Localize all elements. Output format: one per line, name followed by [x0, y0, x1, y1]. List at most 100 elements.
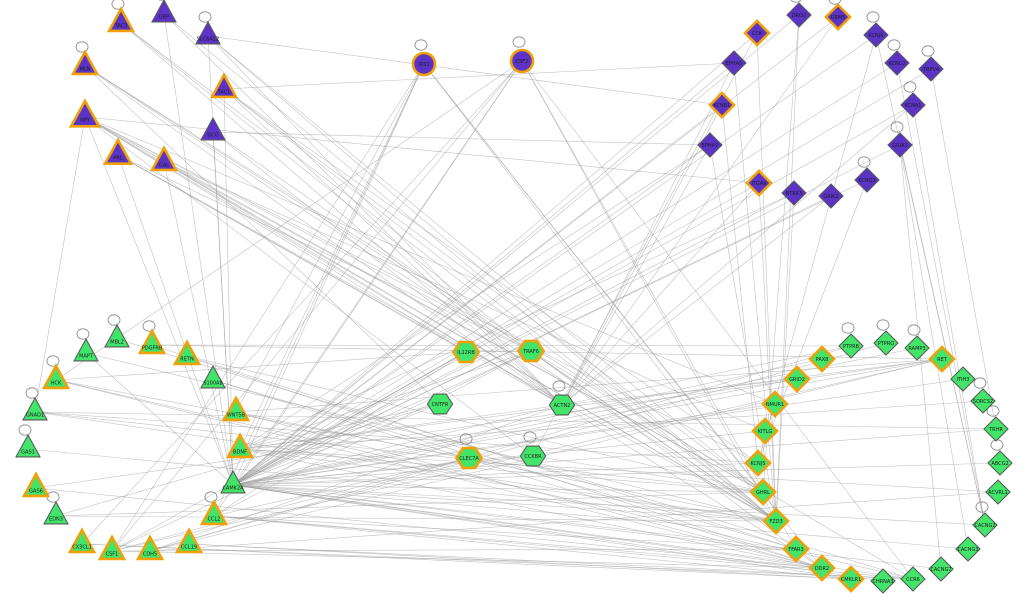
- node-KCNJ6[interactable]: [863, 22, 889, 48]
- node-FFAR3[interactable]: [782, 535, 810, 563]
- node-ACTN2[interactable]: [548, 394, 576, 416]
- node-FZD3[interactable]: [762, 507, 790, 535]
- self-loop-GRM5: [828, 0, 842, 5]
- edge-ITGA9-FZD3: [758, 182, 777, 522]
- edge-GAS6-DDR2: [35, 487, 823, 569]
- node-PDGFRB[interactable]: [137, 328, 167, 355]
- node-RAMP3[interactable]: [904, 335, 930, 361]
- node-GRIK2[interactable]: [818, 183, 844, 209]
- node-KCNQ3[interactable]: [854, 167, 880, 193]
- node-CX3CL1[interactable]: [67, 527, 97, 554]
- node-BDNF[interactable]: [225, 432, 255, 459]
- node-SORCS2[interactable]: [970, 388, 996, 414]
- node-MAPT[interactable]: [73, 337, 99, 362]
- node-CHRNA3[interactable]: [870, 568, 896, 594]
- node-CLEC7A[interactable]: [454, 446, 484, 470]
- edge-NPY-IL12RB: [84, 116, 467, 353]
- node-PTPRO[interactable]: [873, 330, 899, 356]
- node-KCNA1[interactable]: [900, 92, 926, 118]
- node-ITGA9[interactable]: [745, 169, 773, 197]
- node-GRIA1[interactable]: [887, 132, 913, 158]
- node-CSF2[interactable]: [509, 48, 535, 74]
- node-KCNC2[interactable]: [884, 50, 910, 76]
- node-EPHA7[interactable]: [697, 132, 723, 158]
- edge-HCK-DDR2: [55, 379, 823, 569]
- node-GAS6[interactable]: [21, 471, 51, 498]
- node-DDR2[interactable]: [808, 554, 836, 582]
- node-MBL2[interactable]: [104, 323, 130, 348]
- edge-PRL-TRAF6: [117, 154, 532, 352]
- node-RET[interactable]: [928, 345, 956, 373]
- edge-BDNF-ACVRL1: [239, 448, 999, 493]
- node-TAC1[interactable]: [209, 72, 239, 99]
- node-EDN3[interactable]: [43, 500, 69, 525]
- node-TAC3[interactable]: [106, 6, 136, 33]
- edge-CSF1-DDR2: [111, 550, 823, 569]
- self-loop-MBL2: [107, 314, 121, 326]
- node-CCK[interactable]: [743, 19, 771, 47]
- node-WNT5B[interactable]: [221, 395, 251, 422]
- node-CNTFR[interactable]: [426, 393, 454, 415]
- self-loop-PTPRO: [876, 319, 890, 331]
- node-GRID2[interactable]: [783, 365, 811, 393]
- node-DRD2[interactable]: [786, 2, 812, 28]
- node-S100A8[interactable]: [200, 364, 226, 389]
- self-loop-GRIA1: [890, 121, 904, 133]
- node-KCNB1[interactable]: [708, 91, 736, 119]
- node-NMUR1[interactable]: [761, 390, 789, 418]
- edge-NTRK3-BDNF: [239, 192, 795, 450]
- node-GHRL[interactable]: [749, 478, 777, 506]
- node-TRAF6[interactable]: [516, 339, 546, 363]
- node-TRPV4[interactable]: [918, 56, 944, 82]
- node-IL12RB[interactable]: [451, 340, 481, 364]
- node-KITLG[interactable]: [751, 417, 779, 445]
- node-GCG[interactable]: [200, 116, 226, 141]
- node-CACNG3[interactable]: [955, 536, 981, 562]
- node-CCL2[interactable]: [199, 499, 229, 526]
- node-NTRK3[interactable]: [781, 180, 807, 206]
- node-PTPRB[interactable]: [838, 333, 864, 359]
- node-HCK[interactable]: [41, 363, 71, 390]
- node-PRL[interactable]: [102, 137, 134, 165]
- node-CCR6[interactable]: [900, 566, 926, 592]
- node-GNAO1[interactable]: [22, 396, 48, 421]
- node-CCL19[interactable]: [174, 527, 204, 554]
- node-ACVRL1[interactable]: [985, 479, 1011, 505]
- edge-GRM5-ACTN2: [561, 16, 839, 406]
- node-GRP[interactable]: [151, 0, 177, 23]
- edge-KCNB1-ACTN2: [561, 104, 723, 406]
- node-IRS1[interactable]: [411, 51, 437, 77]
- node-NPY[interactable]: [68, 98, 102, 128]
- node-EPHA5[interactable]: [721, 50, 747, 76]
- edge-GRIK2-ACTN2: [561, 195, 832, 406]
- node-RETN[interactable]: [172, 339, 202, 366]
- node-ABCG2[interactable]: [987, 450, 1013, 476]
- edge-PDGFRB-DDR2: [151, 344, 823, 569]
- edge-GAL-GHRL: [163, 161, 764, 493]
- node-ITIH3[interactable]: [950, 366, 976, 392]
- node-SLC6A12[interactable]: [195, 20, 221, 45]
- node-TRHR[interactable]: [983, 416, 1009, 442]
- self-loop-ABCG2: [990, 439, 1004, 451]
- node-GRM5[interactable]: [824, 3, 852, 31]
- edge-EPHA7-BDNF: [239, 144, 711, 450]
- node-CMKLR1[interactable]: [837, 565, 865, 593]
- node-MLN[interactable]: [70, 49, 100, 76]
- edge-GRIA1-CAMK2A: [232, 144, 901, 486]
- node-GAS1[interactable]: [15, 433, 41, 458]
- self-loop-DRD2: [790, 0, 802, 3]
- node-CSF1[interactable]: [97, 534, 127, 561]
- edge-CAMK2A-GRID2: [232, 378, 798, 486]
- edge-GNAO1-TRHR: [34, 411, 997, 430]
- edge-TAC3-TRAF6: [120, 22, 532, 352]
- edge-TRAF6-CCR6: [530, 350, 914, 580]
- node-GAL[interactable]: [149, 145, 179, 172]
- node-CAMK2A[interactable]: [220, 469, 246, 494]
- node-CACNG7[interactable]: [928, 556, 954, 582]
- node-CACNG2[interactable]: [972, 512, 998, 538]
- node-KCNJ5[interactable]: [744, 449, 772, 477]
- edge-KCNC2-CAMK2A: [232, 62, 898, 486]
- node-CCKBR[interactable]: [519, 445, 547, 467]
- node-PAX8[interactable]: [808, 345, 836, 373]
- node-CDH5[interactable]: [135, 534, 165, 561]
